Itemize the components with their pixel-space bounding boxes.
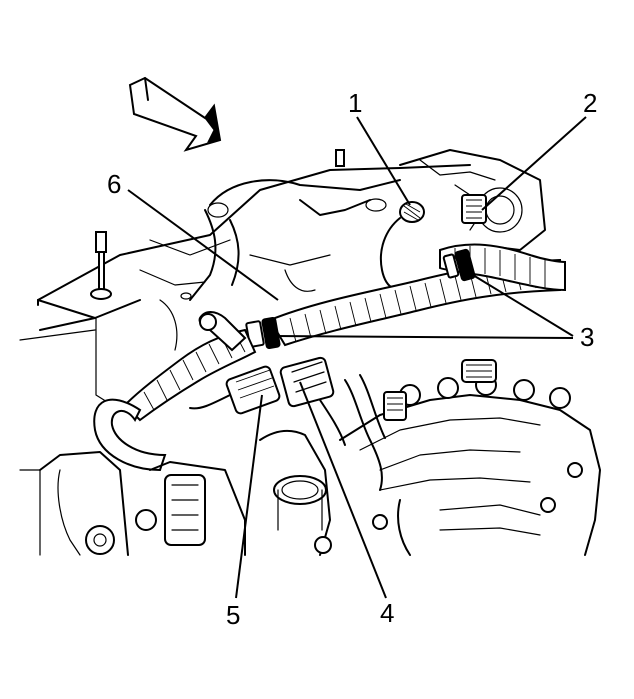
stud-top [335, 149, 345, 167]
engine-block-lower [19, 359, 601, 556]
callout-3: 3 [580, 322, 594, 352]
connector-1 [380, 201, 425, 291]
callout-6: 6 [107, 169, 121, 199]
leader-4 [299, 381, 387, 599]
callout-1: 1 [348, 88, 362, 118]
sensor-connector-5 [189, 365, 281, 415]
sensor-connector-4 [279, 356, 346, 446]
direction-arrow-icon [128, 76, 222, 152]
hose-lower-loop [93, 398, 167, 472]
leader-lines [127, 116, 587, 599]
callout-4: 4 [380, 598, 394, 628]
leader-1 [356, 116, 411, 206]
callouts: 1 2 3 4 5 6 [107, 88, 597, 630]
throttle-body [399, 149, 546, 251]
leader-3a [467, 271, 574, 337]
coolant-hose-left [123, 311, 257, 422]
leader-5 [235, 394, 263, 599]
callout-5: 5 [226, 600, 240, 630]
harness-sleeve-upper [268, 243, 566, 347]
leader-2 [481, 116, 587, 211]
callout-2: 2 [583, 88, 597, 118]
leader-3b [273, 335, 574, 339]
stud-bolt [90, 231, 112, 300]
leader-6 [127, 189, 279, 301]
